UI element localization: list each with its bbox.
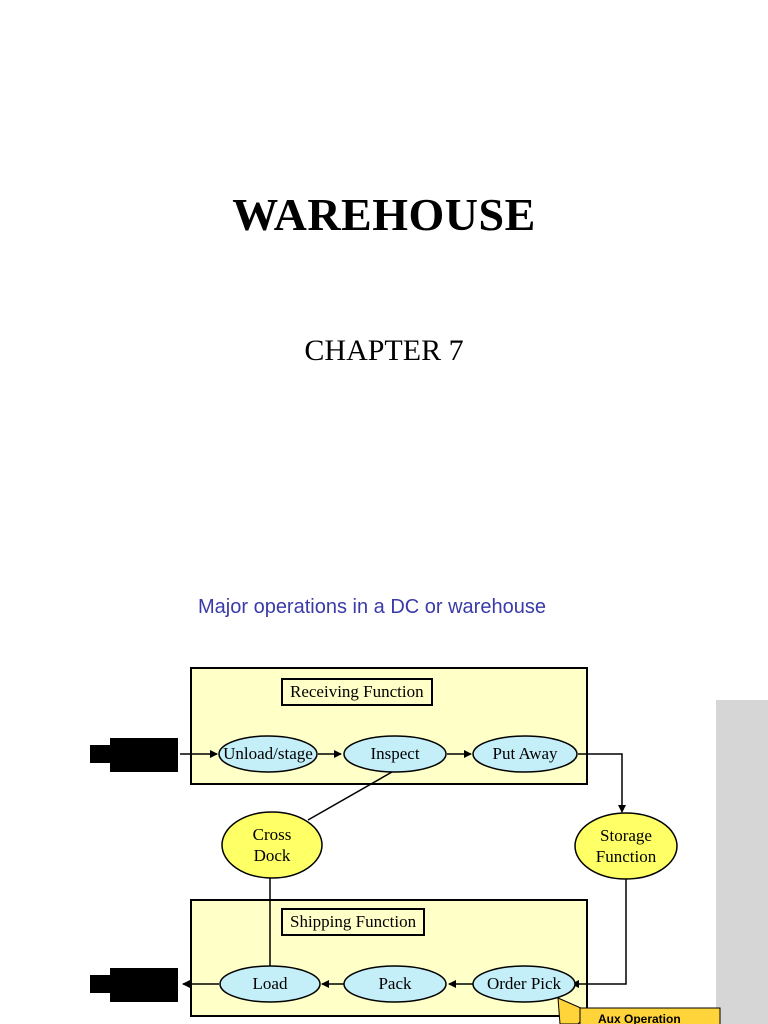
oval-inspect [343, 735, 447, 773]
arrow-storage-to-orderpick [571, 878, 627, 988]
oval-storage-function [574, 812, 678, 880]
arrow-putaway-to-storage [578, 753, 626, 813]
node-order-pick: Order Pick [486, 974, 562, 994]
node-put-away: Put Away [492, 744, 558, 764]
cross-dock-line2: Dock [253, 846, 291, 865]
oval-order-pick [472, 965, 576, 1003]
page-title: WAREHOUSE [232, 189, 536, 240]
diagram-caption: Major operations in a DC or warehouse [198, 596, 546, 618]
line-inspect-to-crossdock [307, 771, 393, 821]
shipping-function-label: Shipping Function [281, 908, 426, 936]
oval-unload-stage [218, 735, 318, 773]
node-inspect: Inspect [370, 744, 420, 764]
node-cross-dock: Cross Dock [222, 812, 322, 878]
chapter-subtitle: CHAPTER 7 [304, 334, 464, 367]
truck-icon-inbound [90, 738, 178, 772]
truck-icon-outbound [90, 968, 178, 1002]
storage-line1: Storage [600, 825, 652, 845]
oval-load [219, 965, 321, 1003]
oval-cross-dock [221, 811, 323, 879]
node-unload-stage: Unload/stage [223, 744, 313, 764]
receiving-function-label: Receiving Function [281, 678, 433, 706]
cross-dock-line1: Cross [252, 824, 292, 844]
node-load: Load [252, 974, 288, 994]
aux-callout-box [579, 1007, 721, 1024]
oval-put-away [472, 735, 578, 773]
warehouse-operations-diagram: Major operations in a DC or warehouse Re… [0, 580, 768, 1024]
diagram-graphics [90, 667, 768, 1024]
aux-callout-text: Aux Operation [598, 1012, 681, 1024]
node-storage-function: Storage Function [575, 813, 677, 879]
right-edge-strip [716, 700, 768, 1024]
oval-pack [343, 965, 447, 1003]
storage-line2: Function [595, 847, 657, 866]
node-pack: Pack [378, 974, 412, 994]
